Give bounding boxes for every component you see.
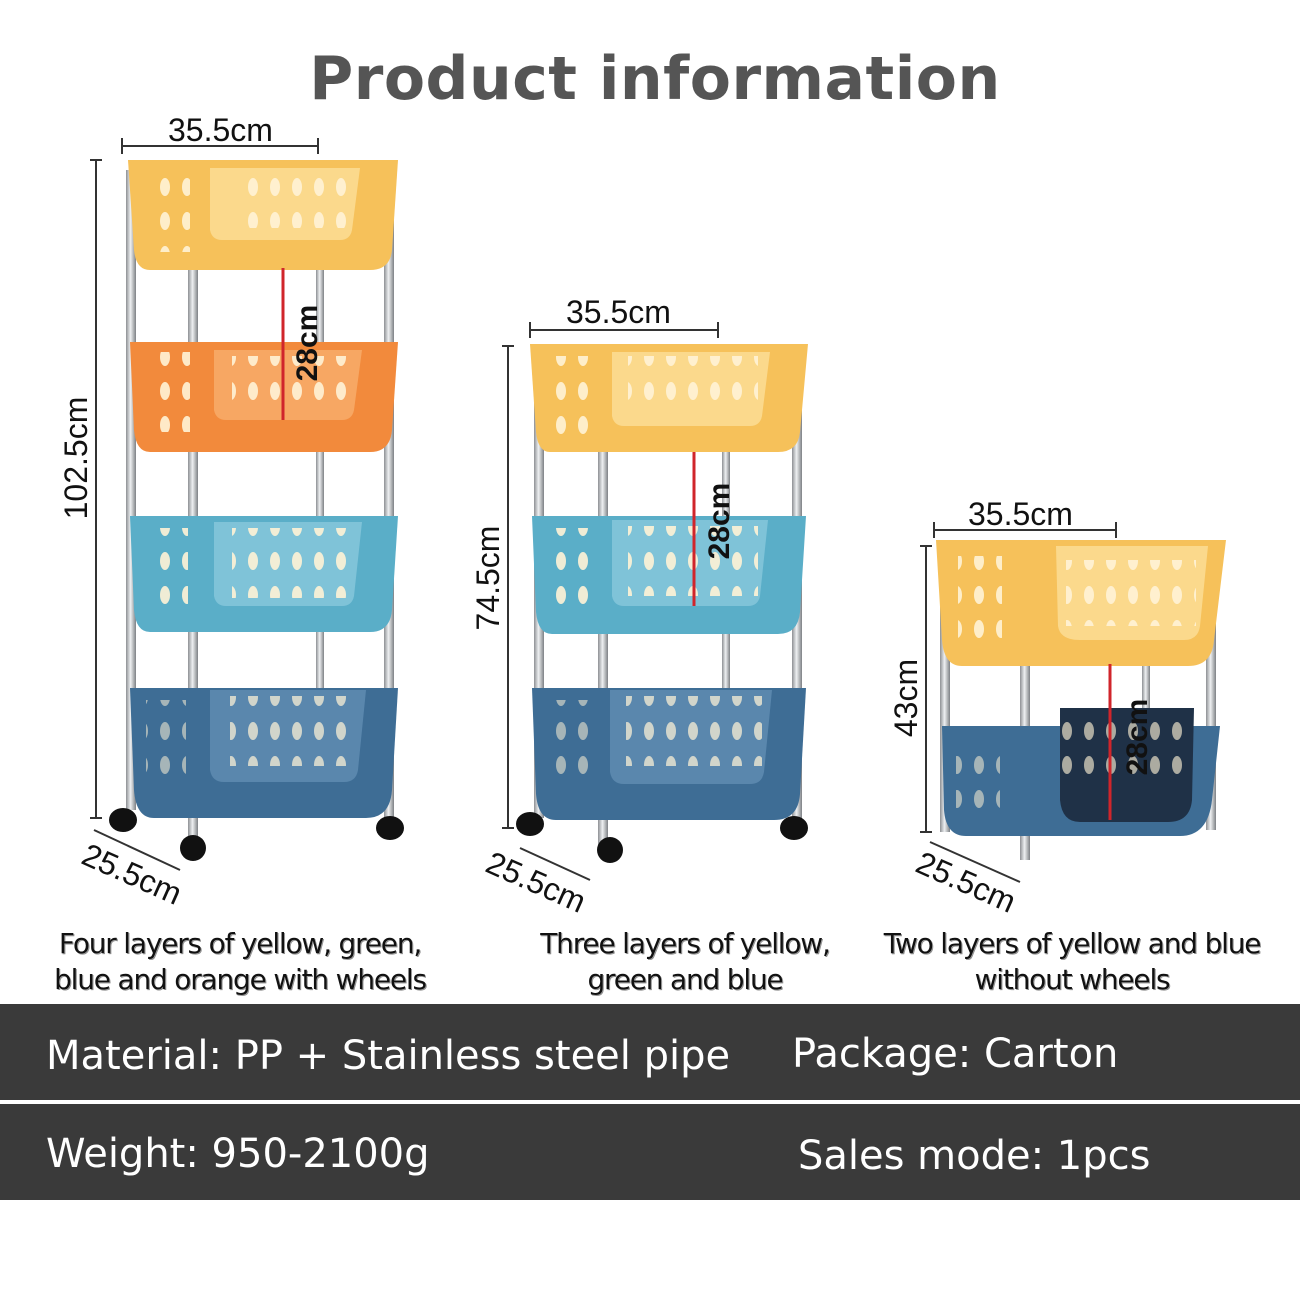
p3-layer-gap-label: 28cm bbox=[1121, 698, 1154, 776]
p2-height-label: 74.5cm bbox=[470, 525, 506, 631]
p3-caption-line1: Two layers of yellow and blue bbox=[883, 927, 1262, 960]
p2-layer-gap-label: 28cm bbox=[703, 482, 736, 560]
cart-three-layers bbox=[502, 322, 808, 881]
p3-height-label: 43cm bbox=[888, 658, 924, 738]
sales-mode-spec: Sales mode: 1pcs bbox=[798, 1133, 1151, 1179]
p1-width-label: 35.5cm bbox=[168, 112, 273, 148]
p2-caption-line2: green and blue bbox=[587, 963, 783, 996]
spec-band-bottom: Weight: 950-2100g Sales mode: 1pcs bbox=[0, 1104, 1300, 1200]
p3-caption-line2: without wheels bbox=[974, 963, 1171, 996]
p3-caption: Two layers of yellow and blue without wh… bbox=[862, 926, 1282, 998]
p3-width-label: 35.5cm bbox=[968, 496, 1073, 532]
cart-four-layers bbox=[90, 138, 404, 871]
spec-band-top: Material: PP + Stainless steel pipe Pack… bbox=[0, 1004, 1300, 1100]
page-title: Product information bbox=[309, 44, 1001, 114]
product-illustrations bbox=[90, 138, 1226, 883]
p1-caption: Four layers of yellow, green, blue and o… bbox=[20, 926, 460, 998]
p1-caption-line1: Four layers of yellow, green, bbox=[58, 927, 422, 960]
cart-two-layers bbox=[920, 522, 1226, 883]
package-spec: Package: Carton bbox=[792, 1031, 1119, 1077]
weight-spec: Weight: 950-2100g bbox=[46, 1131, 430, 1177]
p2-width-label: 35.5cm bbox=[566, 294, 671, 330]
p1-height-label: 102.5cm bbox=[58, 396, 94, 520]
p1-layer-gap-label: 28cm bbox=[291, 304, 324, 382]
p2-caption: Three layers of yellow, green and blue bbox=[500, 926, 870, 998]
material-spec: Material: PP + Stainless steel pipe bbox=[46, 1033, 731, 1079]
p2-caption-line1: Three layers of yellow, bbox=[540, 927, 831, 960]
p1-caption-line2: blue and orange with wheels bbox=[54, 963, 427, 996]
